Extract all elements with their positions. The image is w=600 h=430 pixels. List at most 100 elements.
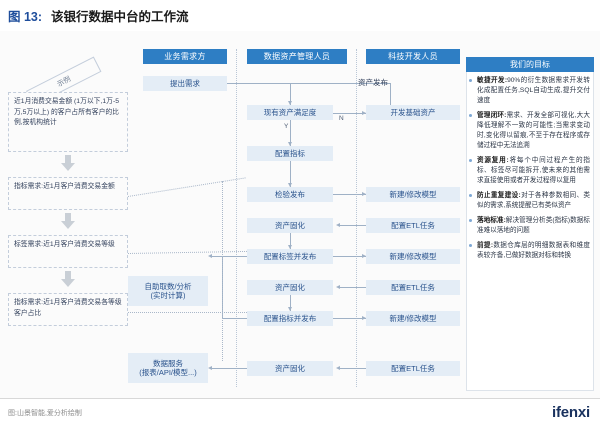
- arrow-into-data-service: [208, 365, 212, 370]
- goal-text: 解决管理分析类(指标)数据标准难以落地的问题: [477, 217, 590, 235]
- flow-arrow-down-3: [61, 271, 75, 287]
- business-lane-bus: [222, 181, 223, 361]
- branch-label-yes: Y: [284, 123, 289, 130]
- node-asset-satisfaction: 现有资产满足度: [247, 105, 333, 120]
- goals-panel: [466, 57, 594, 391]
- connector-metric-publish-to-model-3: [333, 318, 366, 319]
- ifenxi-logo: ifenxi: [552, 404, 590, 421]
- figure-footer: 图:山景智能,爱分析绘制 ifenxi: [0, 398, 600, 430]
- source-note: 图:山景智能,爱分析绘制: [8, 410, 82, 417]
- lane-header-data-asset: 数据资产管理人员: [247, 49, 347, 64]
- goal-text: 将每个中间过程产生的指标、标签尽可能拆开,使未来的其他需求直接使用或者开发过程得…: [477, 157, 591, 185]
- node-new-modify-model-2: 新建/修改模型: [366, 249, 460, 264]
- goal-text: 对于各种参数相同、类似的需求,系统提醒已有类似资产: [477, 192, 590, 210]
- node-configure-tag-publish: 配置标签并发布: [247, 249, 333, 264]
- connector-verify-to-model-1: [333, 194, 366, 195]
- bullet-icon: [469, 114, 472, 118]
- flow-arrow-down-1: [61, 155, 75, 171]
- connector-metric-to-verify: [290, 161, 291, 187]
- connector-metric-publish-to-riser: [222, 318, 247, 319]
- arrow-into-verify-publish: [288, 183, 292, 187]
- connector-rail-down-develop: [390, 83, 391, 115]
- connector-solidify1-to-tag: [290, 233, 291, 249]
- label-asset-publish: 资产发布: [358, 78, 388, 87]
- goal-item-resource-reuse: 资源复用:将每个中间过程产生的指标、标签尽可能拆开,使未来的其他需求直接使用或者…: [468, 156, 594, 186]
- bullet-icon: [469, 79, 472, 82]
- arrow-into-model-2: [362, 253, 366, 258]
- arrow-into-self-service: [208, 253, 212, 258]
- bullet-icon: [469, 244, 472, 248]
- figure-number: 图 13:: [8, 10, 43, 24]
- goals-list: 敏捷开发:90%的衍生数据需求开发转化成配置任务,SQL自动生成,提升交付速度 …: [468, 76, 594, 266]
- arrow-into-solidify-3: [336, 365, 340, 370]
- link-tag-level-to-configure-tag: [127, 250, 247, 254]
- link-metric-amount-to-configure-metric: [127, 177, 246, 197]
- connector-tag-to-model-2: [333, 256, 366, 257]
- connector-etl3-to-solidify3: [340, 368, 366, 369]
- branch-label-no: N: [339, 115, 344, 122]
- output-self-service-box: 自助取数/分析 (实时计算): [128, 276, 208, 306]
- goal-term: 防止重复建设:: [477, 192, 521, 200]
- node-configure-etl-1: 配置ETL任务: [366, 218, 460, 233]
- node-solidify-1: 资产固化: [247, 218, 333, 233]
- flow-arrow-down-2: [61, 213, 75, 229]
- node-solidify-2: 资产固化: [247, 280, 333, 295]
- requirement-metric-ratio-box: 指标需求:近1月客户消费交易各等级客户占比: [8, 293, 128, 326]
- connector-etl2-to-solidify2: [340, 287, 366, 288]
- node-configure-etl-3: 配置ETL任务: [366, 361, 460, 376]
- node-develop-base-asset: 开发基础资产: [366, 105, 460, 120]
- connector-submit-to-rail: [227, 83, 390, 84]
- node-verify-publish: 检验发布: [247, 187, 333, 202]
- goal-item-prerequisite: 前提:数据仓库层的明细数据表和维度表较齐备,已做好数据对标和转换: [468, 241, 594, 261]
- goal-item-management-closed-loop: 管理闭环:需求、开发全部可视化,大大降低理解不一致的可能性;当需求变动时,变化得…: [468, 111, 594, 151]
- arrow-into-configure-tag: [288, 245, 292, 249]
- connector-satisfaction-no-branch: [333, 113, 366, 114]
- goal-term: 落地标准:: [477, 217, 506, 225]
- goal-item-prevent-duplicate-build: 防止重复建设:对于各种参数相同、类似的需求,系统提醒已有类似资产: [468, 191, 594, 211]
- arrow-into-model-1: [362, 191, 366, 196]
- goal-item-implementation-standard: 落地标准:解决管理分析类(指标)数据标准难以落地的问题: [468, 216, 594, 236]
- arrow-into-solidify-1: [336, 222, 340, 227]
- node-solidify-3: 资产固化: [247, 361, 333, 376]
- connector-rail-down-satisfaction: [290, 83, 291, 105]
- goal-item-agile-development: 敏捷开发:90%的衍生数据需求开发转化成配置任务,SQL自动生成,提升交付速度: [468, 76, 594, 106]
- connector-etl1-to-solidify1: [340, 225, 366, 226]
- requirement-example-box: 近1月消费交易金额 (1万以下,1万-5万,5万以上) 的客户占所有客户的比例,…: [8, 92, 128, 152]
- lane-separator-2: [356, 49, 357, 387]
- goal-text: 需求、开发全部可视化,大大降低理解不一致的可能性;当需求变动时,变化得以留痕,不…: [477, 112, 590, 150]
- arrow-into-configure-metric-publish: [288, 307, 292, 311]
- connector-tag-to-self-service: [212, 256, 247, 257]
- lane-header-business: 业务需求方: [143, 49, 227, 64]
- goal-term: 资源复用:: [477, 157, 509, 165]
- bullet-icon: [469, 194, 472, 198]
- page-title: 该银行数据中台的工作流: [51, 10, 189, 24]
- arrow-into-model-3: [362, 315, 366, 320]
- arrow-into-develop-base-asset: [362, 110, 366, 115]
- goal-term: 管理闭环:: [477, 112, 507, 120]
- node-configure-metric-publish: 配置指标并发布: [247, 311, 333, 326]
- connector-satisfaction-to-metric: [290, 120, 291, 146]
- figure-title-bar: 图 13: 该银行数据中台的工作流: [0, 0, 600, 32]
- arrow-into-solidify-2: [336, 284, 340, 289]
- connector-solidify2-to-metric-publish: [290, 295, 291, 311]
- lane-separator-1: [236, 49, 237, 387]
- requirement-metric-amount-box: 指标需求:近1月客户消费交易金额: [8, 177, 128, 210]
- goal-text: 数据仓库层的明细数据表和维度表较齐备,已做好数据对标和转换: [477, 242, 590, 260]
- node-submit-requirement: 提出需求: [143, 76, 227, 91]
- requirement-tag-level-box: 标签需求:近1月客户消费交易等级: [8, 235, 128, 268]
- link-metric-ratio-to-configure-metric-publish: [128, 312, 247, 313]
- node-new-modify-model-3: 新建/修改模型: [366, 311, 460, 326]
- arrow-into-satisfaction: [288, 101, 292, 105]
- lane-header-tech-dev: 科技开发人员: [366, 49, 460, 64]
- goal-term: 敏捷开发:: [477, 77, 508, 84]
- arrow-into-configure-metric: [288, 142, 292, 146]
- bullet-icon: [469, 219, 472, 223]
- connector-solidify3-to-data-service: [212, 368, 247, 369]
- output-data-service-box: 数据服务 (报表/API/模型...): [128, 353, 208, 383]
- goal-text: 90%的衍生数据需求开发转化成配置任务,SQL自动生成,提升交付速度: [477, 77, 591, 105]
- goal-term: 前提:: [477, 242, 494, 250]
- bullet-icon: [469, 159, 472, 163]
- node-new-modify-model-1: 新建/修改模型: [366, 187, 460, 202]
- node-configure-etl-2: 配置ETL任务: [366, 280, 460, 295]
